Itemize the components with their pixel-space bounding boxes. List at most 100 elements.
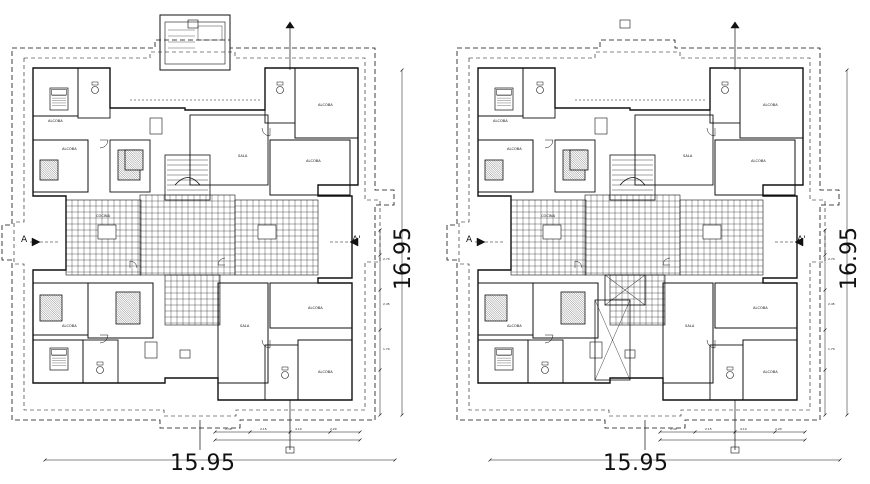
sofa-icon	[484, 159, 504, 181]
bath-fixture	[96, 361, 104, 374]
dimension-text: 4.10	[295, 427, 302, 431]
hatch-line	[127, 291, 141, 305]
table-icon	[542, 224, 562, 240]
dimension-tick	[733, 430, 737, 434]
toilet-tank	[276, 81, 284, 86]
left-room-label: ALCOBA	[318, 103, 333, 107]
door-arc	[662, 257, 671, 266]
dimension-tick	[213, 438, 217, 442]
hatch-line	[577, 291, 586, 300]
hatch-line	[115, 321, 119, 325]
right-room-label: ALCOBA	[493, 119, 508, 123]
left-width-dimension: 15.95	[170, 451, 236, 476]
dimension-tick	[823, 413, 827, 417]
hatch-line	[39, 305, 56, 322]
hatch-line	[570, 291, 586, 307]
hatch-line	[49, 294, 63, 308]
hatch-line	[569, 167, 573, 171]
bed-icon	[49, 347, 69, 371]
living-lower-left	[532, 282, 599, 339]
tile-area	[234, 199, 319, 276]
sofa-icon	[124, 149, 144, 171]
hatch-line	[562, 173, 570, 181]
hall-tiles	[139, 194, 236, 276]
axis-arrow	[285, 21, 295, 29]
hatch-line	[560, 297, 586, 322]
right-room-label: ALCOBA	[507, 324, 522, 328]
hatch-line	[484, 303, 503, 322]
hatch-line	[39, 307, 54, 322]
hatch-line	[115, 295, 141, 320]
toilet-bowl	[276, 86, 284, 94]
hatch-line	[500, 294, 508, 302]
door-arc	[129, 260, 138, 269]
left-room-label: COCINA	[96, 214, 111, 218]
door-swing	[662, 257, 671, 266]
bathroom-bottom-right	[709, 344, 744, 401]
hatch-line	[484, 312, 494, 322]
dimension-text: 2.45	[383, 302, 390, 306]
left-room-label: ALCOBA	[306, 159, 321, 163]
dimension-tick	[845, 413, 849, 417]
hatch-line	[115, 312, 128, 325]
bathroom-upper-left	[522, 67, 556, 119]
hatch-line	[562, 168, 575, 181]
right-room-label: ALCOBA	[763, 370, 778, 374]
dimension-tick	[378, 288, 382, 292]
sofa-icon	[115, 291, 141, 325]
hatch-line	[497, 159, 504, 166]
hatch-line	[562, 166, 577, 181]
hatch-line	[575, 291, 586, 302]
hatch-line	[494, 294, 508, 308]
hatch-line	[39, 175, 45, 181]
hatch-line	[487, 294, 508, 315]
hatch-line	[566, 291, 586, 311]
hatch-line	[484, 318, 488, 322]
toilet-bowl	[536, 86, 544, 94]
hatch-line	[569, 165, 575, 171]
hatch-line	[142, 149, 144, 151]
right-room-label: COCINA	[541, 214, 556, 218]
shaft	[604, 274, 646, 306]
hatch-line	[131, 149, 144, 162]
hatch-line	[583, 291, 586, 294]
hatch-line	[484, 168, 497, 181]
hatch-line	[44, 159, 59, 174]
hatch-line	[115, 299, 141, 324]
section-symbol	[187, 19, 199, 29]
bed-pillow	[51, 89, 67, 96]
hatch-line	[117, 164, 134, 181]
bed-pillow	[496, 349, 512, 356]
right-width-dimension: 15.95	[603, 451, 669, 476]
door-swing	[261, 127, 271, 137]
hatch-line	[55, 294, 63, 302]
hatch-line	[498, 294, 508, 304]
dimension-tick	[288, 430, 292, 434]
bath-fixture	[726, 366, 734, 379]
section-symbol	[624, 349, 636, 359]
hatch-line	[485, 294, 508, 317]
hatch-line	[484, 309, 497, 322]
toilet-tank	[541, 361, 549, 366]
hatch-line	[41, 159, 59, 177]
hatch-line	[60, 294, 63, 297]
void-area	[594, 299, 631, 381]
hatch-line	[560, 295, 586, 320]
hatch-line	[40, 294, 63, 317]
door-arc	[544, 334, 554, 344]
table-icon	[97, 224, 117, 240]
dimension-tick	[803, 430, 807, 434]
dimension-tick	[328, 430, 332, 434]
door-arc	[99, 334, 109, 344]
hatch-line	[576, 149, 589, 162]
hatch-line	[560, 315, 570, 325]
bedroom-upper-right	[739, 67, 804, 139]
bath-fixture	[276, 81, 284, 94]
hatch-line	[560, 310, 575, 325]
hatch-line	[117, 162, 136, 181]
toilet-tank	[281, 366, 289, 371]
dimension-text: 1.70	[828, 347, 835, 351]
dimension-text: 2.70	[828, 257, 835, 261]
hatch-line	[117, 168, 130, 181]
